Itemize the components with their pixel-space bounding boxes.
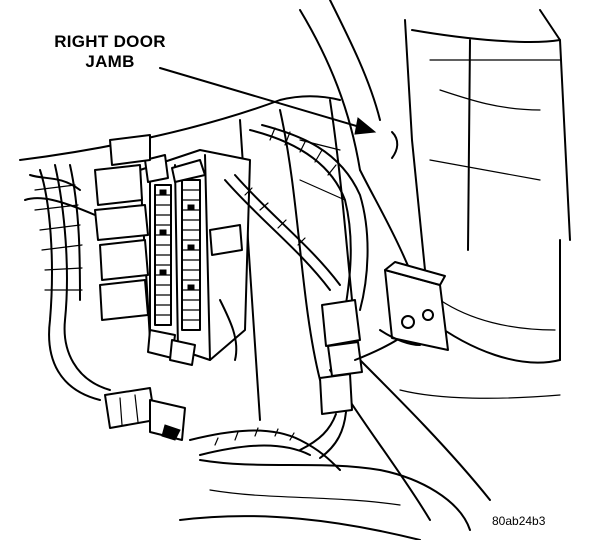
- ground-bracket: [379, 261, 449, 351]
- fuse-grid: [154, 179, 201, 331]
- junction-block: [139, 149, 251, 366]
- figure-code: 80ab24b3: [492, 514, 546, 528]
- main-harness: [224, 124, 369, 311]
- lower-left-connector: [104, 387, 186, 441]
- door-jamb-callout: RIGHT DOOR JAMB: [40, 32, 180, 72]
- callout-line-2: JAMB: [85, 52, 135, 71]
- in-line-connector: [299, 299, 411, 459]
- leader-arrow: [159, 67, 399, 159]
- callout-line-1: RIGHT DOOR: [54, 32, 166, 51]
- lower-harness: [189, 427, 341, 471]
- left-harness: [24, 164, 111, 401]
- relay-stack: [94, 134, 151, 321]
